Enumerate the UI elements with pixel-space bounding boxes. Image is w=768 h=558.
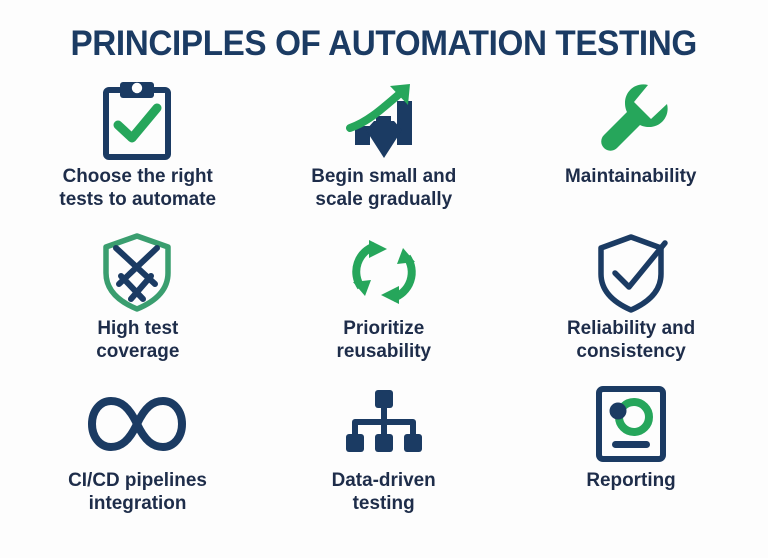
principles-grid: Choose the right tests to automate Begin…: [14, 77, 754, 533]
principle-label: Prioritize reusability: [336, 316, 432, 362]
principle-cell-choose-tests: Choose the right tests to automate: [14, 77, 261, 229]
principle-label: High test coverage: [95, 316, 179, 362]
infinity-icon: [87, 381, 187, 467]
principle-cell-high-coverage: High test coverage: [14, 229, 261, 381]
principle-cell-prioritize-reusability: Prioritize reusability: [261, 229, 508, 381]
principle-cell-data-driven: Data-driven testing: [261, 381, 508, 533]
clipboard-check-icon: [99, 77, 175, 163]
principle-cell-cicd: CI/CD pipelines integration: [14, 381, 261, 533]
principle-label: Reporting: [586, 468, 676, 491]
shield-check-icon: [591, 229, 671, 315]
principle-cell-begin-small: Begin small and scale gradually: [261, 77, 508, 229]
page-title: PRINCIPLES OF AUTOMATION TESTING: [70, 24, 698, 63]
wrench-icon: [591, 77, 671, 163]
principle-cell-reliability: Reliability and consistency: [507, 229, 754, 381]
principle-cell-reporting: Reporting: [507, 381, 754, 533]
principle-label: Maintainability: [564, 164, 697, 187]
principle-label: Reliability and consistency: [566, 316, 695, 362]
refresh-cycle-icon: [343, 229, 425, 315]
principle-label: Data-driven testing: [331, 468, 437, 514]
growth-chart-diamond-icon: [338, 77, 430, 163]
shield-mesh-icon: [99, 229, 175, 315]
hierarchy-tree-icon: [342, 381, 426, 467]
principle-cell-maintainability: Maintainability: [507, 77, 754, 229]
report-donut-chart-icon: [592, 381, 670, 467]
principle-label: CI/CD pipelines integration: [67, 468, 207, 514]
principle-label: Begin small and scale gradually: [311, 164, 457, 210]
principle-label: Choose the right tests to automate: [59, 164, 216, 210]
